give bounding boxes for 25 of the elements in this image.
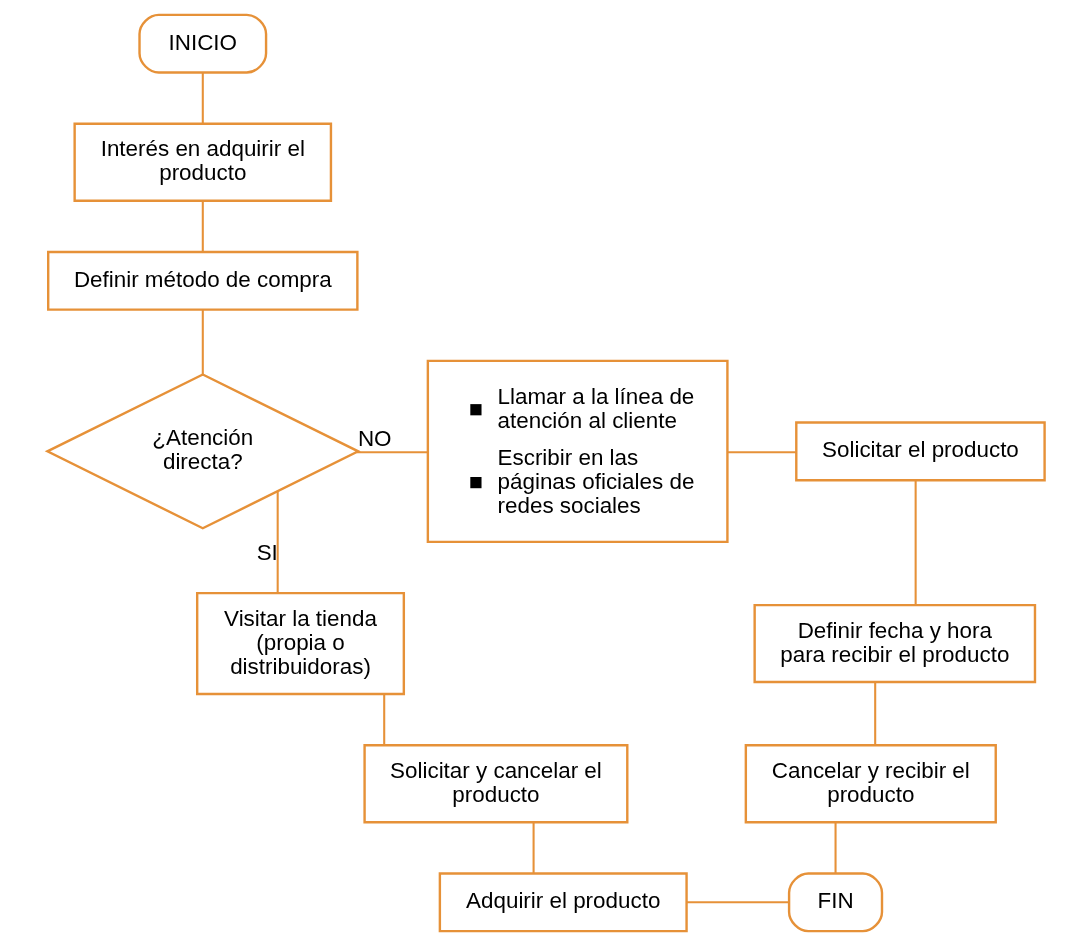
edge-label: SI — [256, 540, 278, 566]
node-box: Cancelar y recibir el producto — [744, 744, 997, 824]
node-box: Definir fecha y hora para recibir el producto — [753, 603, 1037, 684]
connector — [201, 73, 204, 124]
connector — [201, 309, 204, 375]
connector — [383, 694, 386, 746]
connector — [356, 451, 428, 454]
node-box: Llamar a la línea de atención al cliente Escribir en las páginas oficiales de redes sociales — [426, 359, 729, 544]
connector — [276, 491, 279, 594]
node-diamond: ¿Atención directa? — [44, 373, 361, 530]
connector — [686, 901, 789, 904]
connector — [834, 822, 837, 874]
node-box: Solicitar el producto — [795, 421, 1046, 482]
node-box: Interés en adquirir el producto — [73, 122, 333, 202]
connector — [727, 451, 797, 454]
connector — [532, 822, 535, 874]
connector — [914, 480, 917, 605]
node-box: Visitar la tienda (propia o distribuidoras) — [196, 591, 406, 696]
node-box: Adquirir el producto — [438, 872, 688, 933]
node-box: Definir método de compra — [47, 250, 359, 311]
connector — [874, 682, 877, 745]
node-box: FIN — [787, 872, 884, 933]
node-box: Solicitar y cancelar el producto — [363, 744, 629, 824]
connector — [201, 201, 204, 252]
node-box: INICIO — [138, 13, 268, 74]
